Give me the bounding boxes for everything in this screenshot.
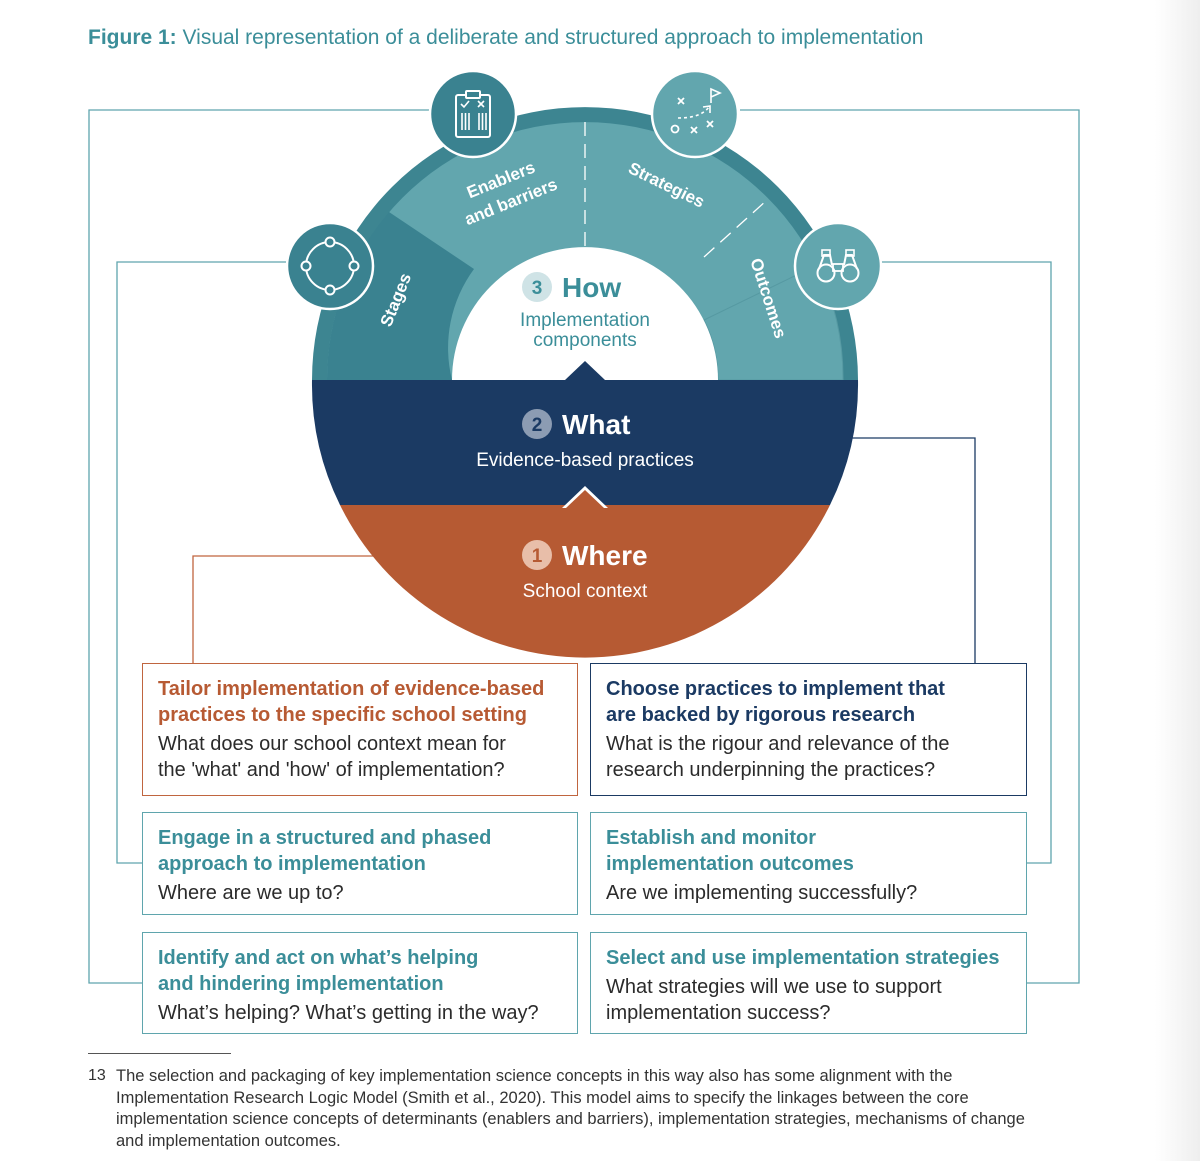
binoculars-icon [793, 221, 883, 311]
select-question: What strategies will we use to support im… [606, 974, 1012, 1026]
identify-heading-line2: and hindering implementation [158, 973, 444, 995]
choose-heading: Choose practices to implement that are ba… [606, 676, 1012, 728]
establish-question-line1: Are we implementing successfully? [606, 882, 918, 904]
engage-heading-line2: approach to implementation [158, 853, 426, 875]
what-subtitle: Evidence-based practices [476, 450, 694, 471]
engage-question-line1: Where are we up to? [158, 882, 344, 904]
establish-heading-line2: implementation outcomes [606, 853, 854, 875]
segment-divider-2 [703, 199, 768, 258]
choose-heading-line1: Choose practices to implement that [606, 678, 945, 700]
identify-box: Identify and act on what’s helping and hi… [142, 932, 578, 1034]
how-center [452, 247, 718, 380]
page-edge-shadow [1155, 0, 1200, 1161]
select-heading: Select and use implementation strategies [606, 945, 1012, 971]
where-number-badge [522, 540, 552, 570]
how-number: 3 [532, 278, 543, 299]
connector-inner-right [880, 261, 1052, 864]
strategy-play-icon [650, 69, 740, 159]
identify-heading-line1: Identify and act on what’s helping [158, 947, 479, 969]
establish-heading: Establish and monitor implementation outc… [606, 825, 1012, 877]
engage-heading-line1: Engage in a structured and phased [158, 827, 492, 849]
footnote-text: The selection and packaging of key imple… [116, 1067, 1025, 1150]
tailor-heading-line2: practices to the specific school setting [158, 704, 527, 726]
where-number: 1 [532, 546, 543, 567]
select-question-line1: What strategies will we use to support [606, 976, 942, 998]
cycle-icon [285, 221, 375, 311]
establish-heading-line1: Establish and monitor [606, 827, 817, 849]
select-heading-line1: Select and use implementation strategies [606, 947, 1000, 969]
how-subtitle-line2: components [533, 330, 637, 351]
connector-lines [88, 109, 1080, 984]
choose-question-line1: What is the rigour and relevance of the [606, 733, 950, 755]
select-question-line2: implementation success? [606, 1002, 831, 1024]
connector-inner-left [116, 261, 288, 864]
figure-title-lead: Figure 1: [88, 26, 177, 49]
what-number: 2 [532, 415, 543, 436]
how-connector-triangle [565, 361, 605, 380]
figure-title-text: Visual representation of a deliberate an… [182, 26, 924, 49]
where-band [340, 505, 830, 658]
tailor-question: What does our school context mean for the… [158, 731, 563, 783]
where-subtitle: School context [523, 581, 648, 602]
engage-box: Engage in a structured and phased approac… [142, 812, 578, 915]
choose-box: Choose practices to implement that are ba… [590, 663, 1027, 796]
connector-where [192, 555, 387, 663]
identify-question-line1: What’s helping? What’s getting in the wa… [158, 1002, 539, 1024]
establish-question: Are we implementing successfully? [606, 880, 1012, 906]
engage-heading: Engage in a structured and phased approac… [158, 825, 563, 877]
connector-outer-right [740, 109, 1080, 984]
how-number-badge [522, 272, 552, 302]
tailor-heading: Tailor implementation of evidence-based p… [158, 676, 563, 728]
establish-box: Establish and monitor implementation outc… [590, 812, 1027, 915]
how-title: How [562, 272, 621, 303]
choose-question: What is the rigour and relevance of the r… [606, 731, 1012, 783]
what-band [311, 380, 859, 505]
choose-question-line2: research underpinning the practices? [606, 759, 936, 781]
what-title: What [562, 409, 630, 440]
how-subtitle-line1: Implementation [520, 310, 650, 331]
connector-what [850, 437, 976, 663]
identify-heading: Identify and act on what’s helping and hi… [158, 945, 563, 997]
identify-question: What’s helping? What’s getting in the wa… [158, 1000, 563, 1026]
tailor-question-line1: What does our school context mean for [158, 733, 506, 755]
tailor-question-line2: the 'what' and 'how' of implementation? [158, 759, 505, 781]
tailor-box: Tailor implementation of evidence-based p… [142, 663, 578, 796]
connector-outer-left [88, 109, 432, 984]
what-connector-notch [566, 490, 604, 508]
what-number-badge [522, 409, 552, 439]
checklist-icon [428, 69, 518, 159]
choose-heading-line2: are backed by rigorous research [606, 704, 916, 726]
figure-title: Figure 1: Visual representation of a del… [88, 26, 923, 50]
tailor-heading-line1: Tailor implementation of evidence-based [158, 678, 545, 700]
select-box: Select and use implementation strategies… [590, 932, 1027, 1034]
footnote-rule [88, 1053, 231, 1054]
footnote-number: 13 [88, 1067, 106, 1084]
where-title: Where [562, 540, 648, 571]
engage-question: Where are we up to? [158, 880, 563, 906]
